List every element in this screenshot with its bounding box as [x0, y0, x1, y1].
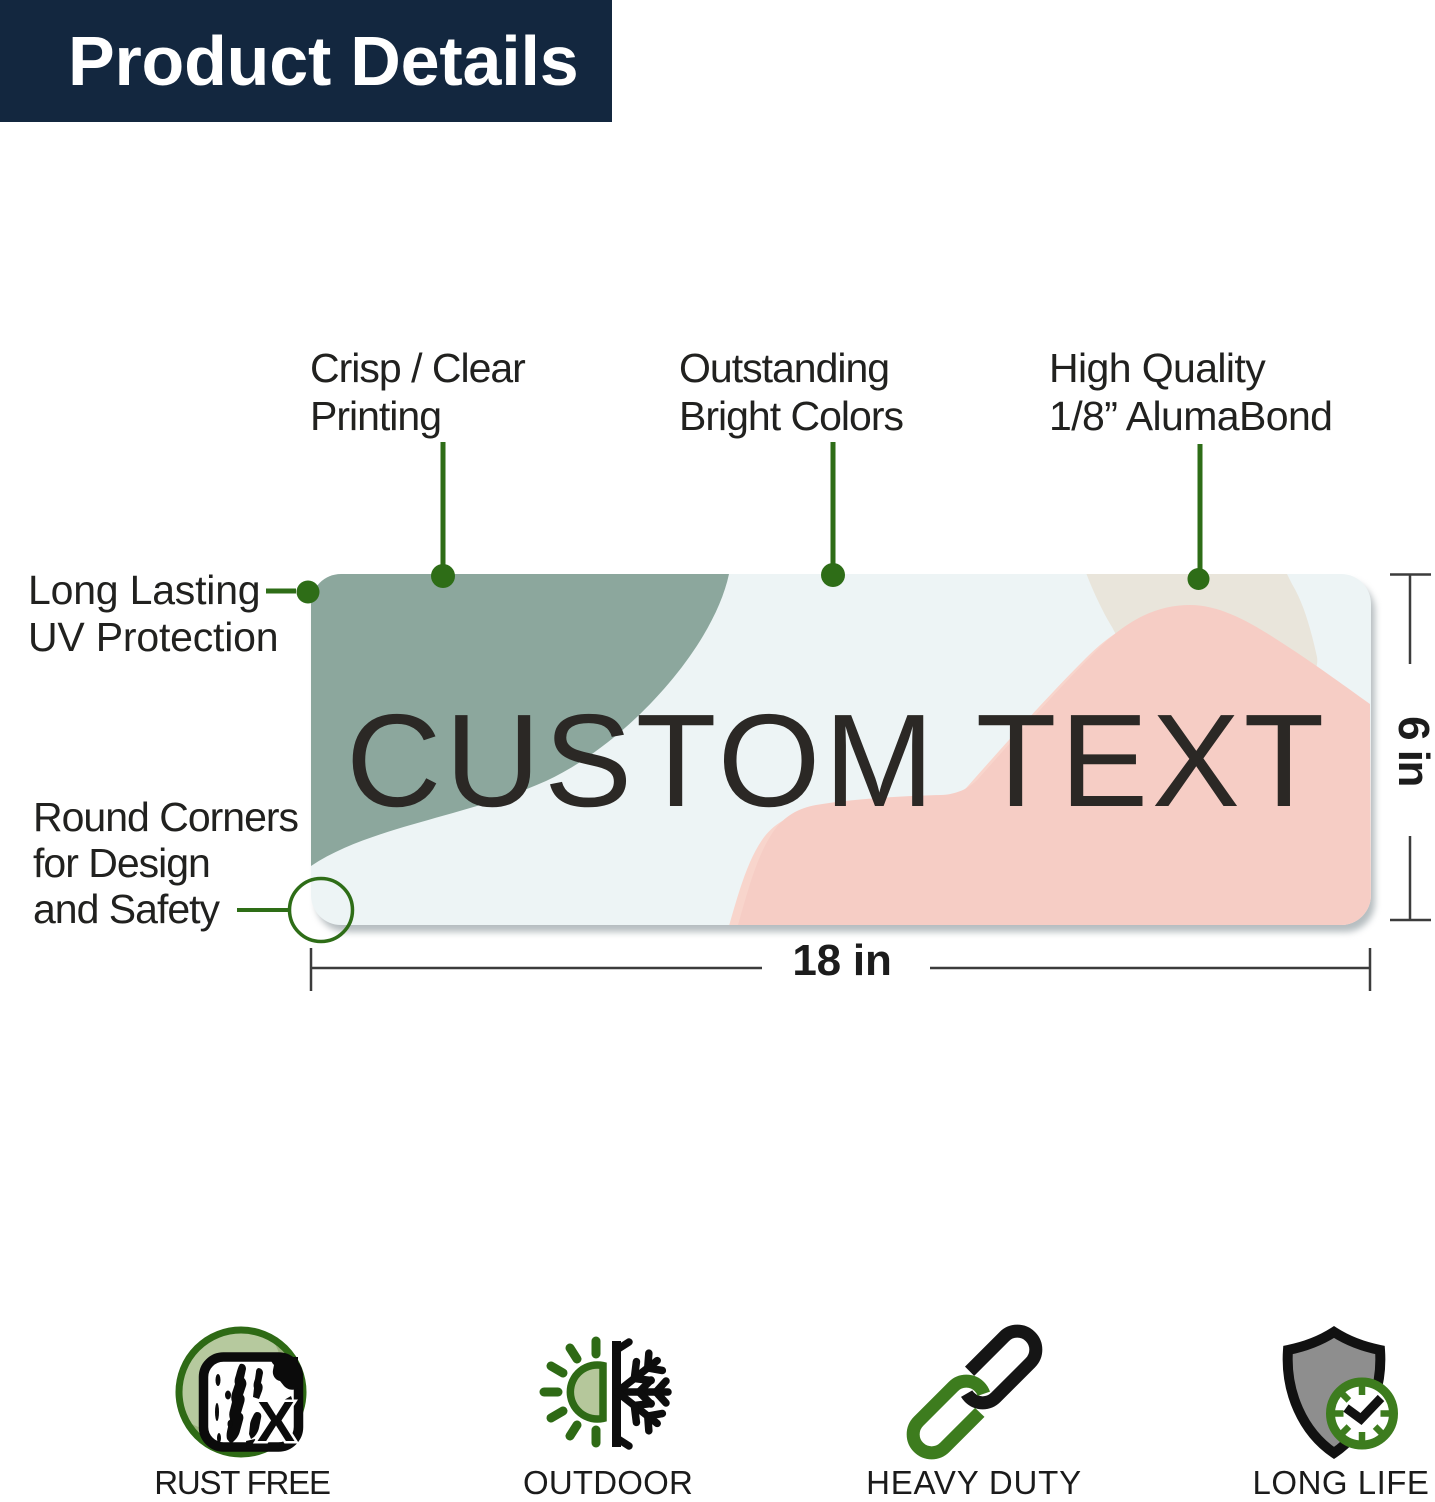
svg-text:X: X	[257, 1390, 295, 1454]
